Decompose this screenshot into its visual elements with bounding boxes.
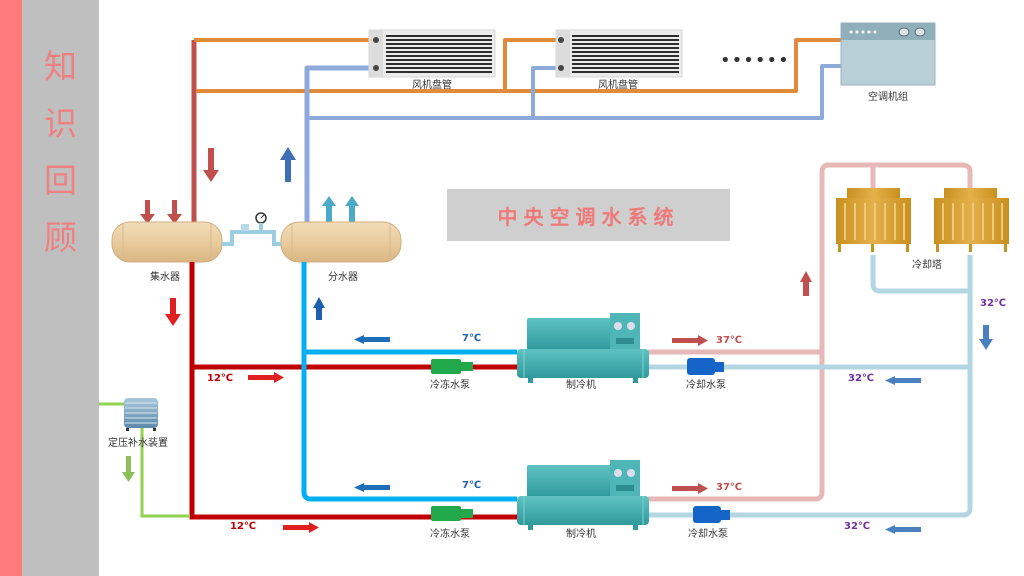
ahu-label: 空调机组 <box>868 92 908 103</box>
cooling-hot-pipes <box>648 162 973 502</box>
arrow-right-cooling-1 <box>672 335 708 346</box>
arrows-into-collector <box>140 200 182 224</box>
arrow-left-cooling-2 <box>885 525 921 534</box>
cooling-tower-1 <box>836 188 911 252</box>
supply-pipe-3 <box>533 64 843 120</box>
cooling-water-pump-1 <box>687 358 724 375</box>
temp-chilled-supply-1: 7℃ <box>462 333 482 344</box>
temp-cooling-out-2: 37℃ <box>716 482 743 493</box>
chiller-label-1: 制冷机 <box>566 380 596 391</box>
cooling-water-pump-2 <box>693 506 730 523</box>
chilled-pump-label-1: 冷冻水泵 <box>430 380 470 391</box>
arrow-up-supply <box>280 147 296 182</box>
chilled-supply-pipes <box>301 262 517 502</box>
collector-label: 集水器 <box>150 272 180 283</box>
arrow-right-return-1 <box>248 372 284 383</box>
temp-cooling-in-1: 32℃ <box>848 373 875 384</box>
sidebar-accent-bar <box>0 0 22 576</box>
arrow-up-chilled-supply <box>313 297 325 320</box>
chiller-unit-1 <box>517 313 649 383</box>
cooling-tower-label: 冷却塔 <box>912 260 942 271</box>
arrow-left-supply-1 <box>354 335 390 344</box>
air-handling-unit <box>840 22 936 86</box>
makeup-device-label: 定压补水装置 <box>108 438 168 449</box>
makeup-pipes <box>99 402 190 518</box>
hot-header-pipe-3 <box>505 38 843 93</box>
supply-pipe-2 <box>307 66 556 120</box>
cooling-pump-label-2: 冷却水泵 <box>688 529 728 540</box>
sidebar-title-char: 顾 <box>44 218 77 257</box>
arrow-down-makeup <box>122 456 135 482</box>
makeup-water-tank <box>124 398 158 431</box>
temp-tower-out: 32℃ <box>980 298 1007 309</box>
arrow-down-chilled-return <box>165 298 181 326</box>
sidebar-title-char: 知 <box>44 47 77 86</box>
pressure-gauge-icon <box>241 212 267 231</box>
water-distributor-tank <box>280 221 402 263</box>
arrow-down-return <box>203 148 219 182</box>
chiller-unit-2 <box>517 460 649 530</box>
temp-cooling-out-1: 37℃ <box>716 335 743 346</box>
fan-coil-label-1: 风机盘管 <box>412 80 452 91</box>
supply-riser-pipe <box>304 65 376 222</box>
cooling-pump-label-1: 冷却水泵 <box>686 380 726 391</box>
hot-header-pipe-2 <box>196 38 556 93</box>
arrow-up-cooling-hot <box>800 271 812 296</box>
distributor-label: 分水器 <box>328 272 358 283</box>
sidebar-panel <box>22 0 99 576</box>
arrow-left-supply-2 <box>354 483 390 492</box>
sidebar-title-char: 识 <box>44 104 77 143</box>
temp-cooling-in-2: 32℃ <box>844 521 871 532</box>
chiller-label-2: 制冷机 <box>566 529 596 540</box>
diagram-title: 中央空调水系统 <box>497 204 680 229</box>
diagram-title-banner: 中央空调水系统 <box>447 189 730 241</box>
more-units-ellipsis: •••••• <box>720 50 790 71</box>
sidebar-title: 知 识 回 顾 <box>22 38 99 266</box>
arrow-down-cooling-cold <box>979 325 993 350</box>
arrow-left-cooling-1 <box>885 376 921 385</box>
chilled-pump-label-2: 冷冻水泵 <box>430 529 470 540</box>
upper-supply-loop <box>304 64 843 222</box>
temp-chilled-return-2: 12℃ <box>230 521 257 532</box>
chilled-water-pump-2 <box>431 506 473 521</box>
fan-coil-label-2: 风机盘管 <box>598 80 638 91</box>
water-collector-tank <box>111 221 223 263</box>
arrow-right-return-2 <box>283 522 319 533</box>
arrows-out-distributor <box>322 196 359 222</box>
fan-coil-unit-2 <box>555 29 683 78</box>
sidebar-title-char: 回 <box>44 161 77 200</box>
cooling-tower-2 <box>934 188 1009 252</box>
upper-return-loop <box>191 38 843 222</box>
arrow-right-cooling-2 <box>672 483 708 494</box>
temp-chilled-return-1: 12℃ <box>207 373 234 384</box>
temp-chilled-supply-2: 7℃ <box>462 480 482 491</box>
chilled-water-pump-1 <box>431 359 473 374</box>
bypass-valve <box>222 230 281 246</box>
fan-coil-unit-1 <box>368 29 496 78</box>
